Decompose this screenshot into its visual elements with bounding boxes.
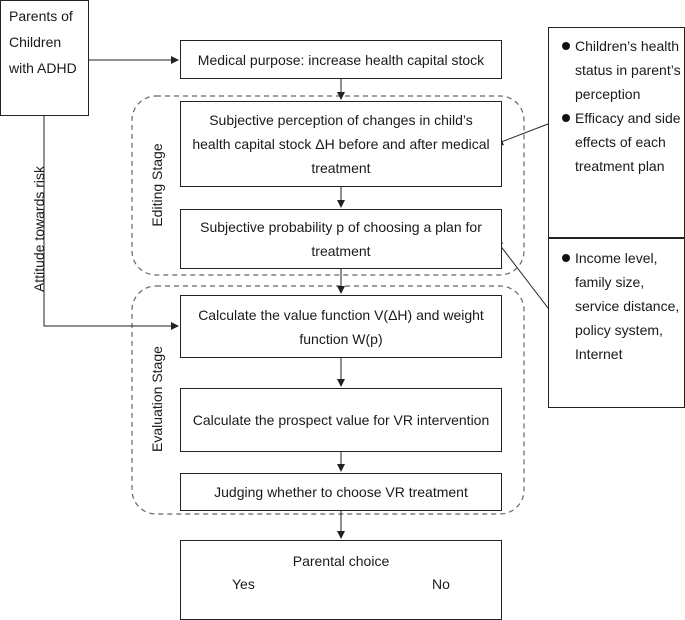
perception-text: Subjective perception of changes in chil… — [192, 112, 490, 176]
evaluation-stage-frame — [131, 285, 525, 515]
arrow-side-top-to-perception — [495, 123, 549, 146]
editing-stage-label: Editing Stage — [149, 143, 165, 227]
value-function-box: Calculate the value function V(ΔH) and w… — [180, 295, 502, 358]
bullet-icon — [562, 114, 570, 122]
prospect-value-box: Calculate the prospect value for VR inte… — [180, 388, 502, 452]
parents-label: Parents of Children with ADHD — [9, 8, 77, 76]
parental-choice-box: Parental choice — [180, 540, 502, 620]
probability-box: Subjective probability p of choosing a p… — [180, 209, 502, 269]
side-item: Efficacy and side effects of each treatm… — [549, 106, 684, 178]
risk-attitude-label: Attitude towards risk — [31, 165, 47, 293]
arrow-side-bottom-to-probability — [495, 239, 549, 309]
choice-yes-label: Yes — [232, 576, 255, 592]
evaluation-stage-label: Evaluation Stage — [149, 346, 165, 452]
perception-box: Subjective perception of changes in chil… — [180, 101, 502, 187]
prospect-value-text: Calculate the prospect value for VR inte… — [192, 412, 490, 428]
judging-text: Judging whether to choose VR treatment — [214, 484, 468, 500]
parental-choice-title: Parental choice — [292, 553, 390, 569]
judging-box: Judging whether to choose VR treatment — [180, 473, 502, 511]
parents-box: Parents of Children with ADHD — [0, 0, 89, 116]
choice-no-label: No — [432, 576, 450, 592]
side-item: Children’s health status in parent’s per… — [549, 34, 684, 106]
bullet-icon — [562, 42, 570, 50]
side-item: Income level, family size, service dista… — [549, 246, 684, 366]
value-function-text: Calculate the value function V(ΔH) and w… — [198, 306, 484, 347]
arrow-risk-attitude — [43, 116, 179, 330]
probability-text: Subjective probability p of choosing a p… — [200, 219, 482, 259]
medical-purpose-text: Medical purpose: increase health capital… — [197, 51, 485, 68]
editing-stage-frame — [131, 95, 525, 276]
side-box-health-perception: Children’s health status in parent’s per… — [548, 27, 685, 238]
medical-purpose-box: Medical purpose: increase health capital… — [180, 40, 502, 79]
bullet-icon — [562, 254, 570, 262]
side-box-socioeconomic: Income level, family size, service dista… — [548, 238, 685, 408]
